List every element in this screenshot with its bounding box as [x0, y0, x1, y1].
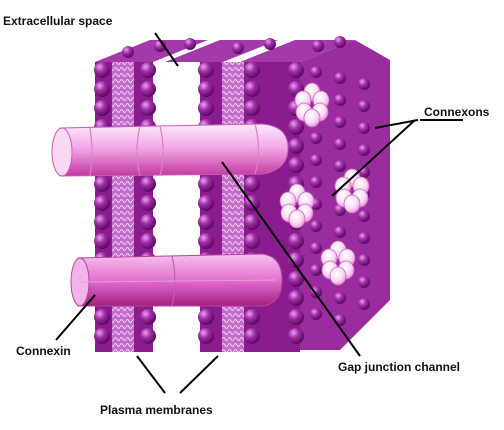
lipid-bead [122, 46, 134, 58]
lipid-bead [140, 309, 156, 325]
lipid-bead [288, 119, 304, 135]
lipid-bead [358, 254, 370, 266]
lipid-bead [184, 38, 196, 50]
lipid-bead [94, 176, 110, 192]
lipid-bead [334, 160, 346, 172]
lipid-bead [198, 309, 214, 325]
lipid-bead [334, 292, 346, 304]
lipid-bead [198, 62, 214, 78]
lipid-bead [140, 328, 156, 344]
lipid-bead [94, 328, 110, 344]
lipid-bead [334, 94, 346, 106]
lipid-bead [198, 100, 214, 116]
lipid-bead [310, 132, 322, 144]
lipid-bead [310, 308, 322, 320]
lipid-bead [288, 309, 304, 325]
lipid-bead [358, 78, 370, 90]
lipid-bead [198, 81, 214, 97]
label-plasma-membranes: Plasma membranes [100, 403, 213, 417]
lipid-bead [140, 176, 156, 192]
lipid-bead [244, 100, 260, 116]
lipid-bead [140, 62, 156, 78]
lipid-bead [198, 176, 214, 192]
lipid-bead [358, 122, 370, 134]
lipid-bead [334, 116, 346, 128]
lipid-bead [264, 38, 276, 50]
lipid-bead [288, 233, 304, 249]
connexin-tube-lower [71, 254, 282, 306]
lipid-bead [334, 72, 346, 84]
lipid-bead [288, 157, 304, 173]
membrane-strand-core-right [222, 62, 244, 352]
lipid-bead [232, 42, 244, 54]
lipid-bead [312, 40, 324, 52]
lipid-bead [334, 314, 346, 326]
lipid-bead [334, 138, 346, 150]
lipid-bead [288, 138, 304, 154]
lipid-bead [140, 100, 156, 116]
lipid-bead [288, 290, 304, 306]
pointer-membrane-left [137, 356, 165, 393]
lipid-bead [310, 264, 322, 276]
lipid-bead [94, 214, 110, 230]
channel-end-cap [52, 128, 72, 176]
lipid-bead [244, 328, 260, 344]
lipid-bead [198, 328, 214, 344]
lipid-bead [244, 214, 260, 230]
lipid-bead [198, 195, 214, 211]
label-gap-junction-channel: Gap junction channel [338, 360, 460, 374]
lipid-bead [198, 233, 214, 249]
membrane-strand-core-left [112, 62, 134, 352]
lipid-bead [358, 298, 370, 310]
label-connexin: Connexin [16, 344, 71, 358]
label-connexons: Connexons [424, 105, 490, 119]
lipid-bead [288, 328, 304, 344]
lipid-bead [94, 81, 110, 97]
lipid-bead [140, 233, 156, 249]
lipid-bead [140, 81, 156, 97]
label-extracellular-space: Extracellular space [3, 14, 113, 28]
lipid-bead [198, 214, 214, 230]
lipid-bead [244, 81, 260, 97]
lipid-bead [358, 144, 370, 156]
lipid-bead [94, 309, 110, 325]
lipid-bead [358, 276, 370, 288]
lipid-bead [244, 62, 260, 78]
lipid-bead [94, 100, 110, 116]
gap-junction-channel-upper [52, 124, 288, 176]
lipid-bead [94, 233, 110, 249]
lipid-bead [94, 62, 110, 78]
lipid-bead [358, 210, 370, 222]
lipid-bead [244, 176, 260, 192]
lipid-bead [334, 226, 346, 238]
lipid-bead [310, 176, 322, 188]
lipid-bead [140, 214, 156, 230]
lipid-bead [310, 154, 322, 166]
lipid-bead [358, 232, 370, 244]
lipid-bead [310, 242, 322, 254]
lipid-bead [244, 309, 260, 325]
lipid-bead [310, 66, 322, 78]
lipid-bead [310, 220, 322, 232]
lipid-bead [288, 62, 304, 78]
lipid-bead [358, 100, 370, 112]
lipid-bead [244, 233, 260, 249]
lipid-bead [334, 36, 346, 48]
lipid-bead [94, 195, 110, 211]
lipid-bead [140, 195, 156, 211]
pointer-membrane-right [180, 356, 218, 393]
